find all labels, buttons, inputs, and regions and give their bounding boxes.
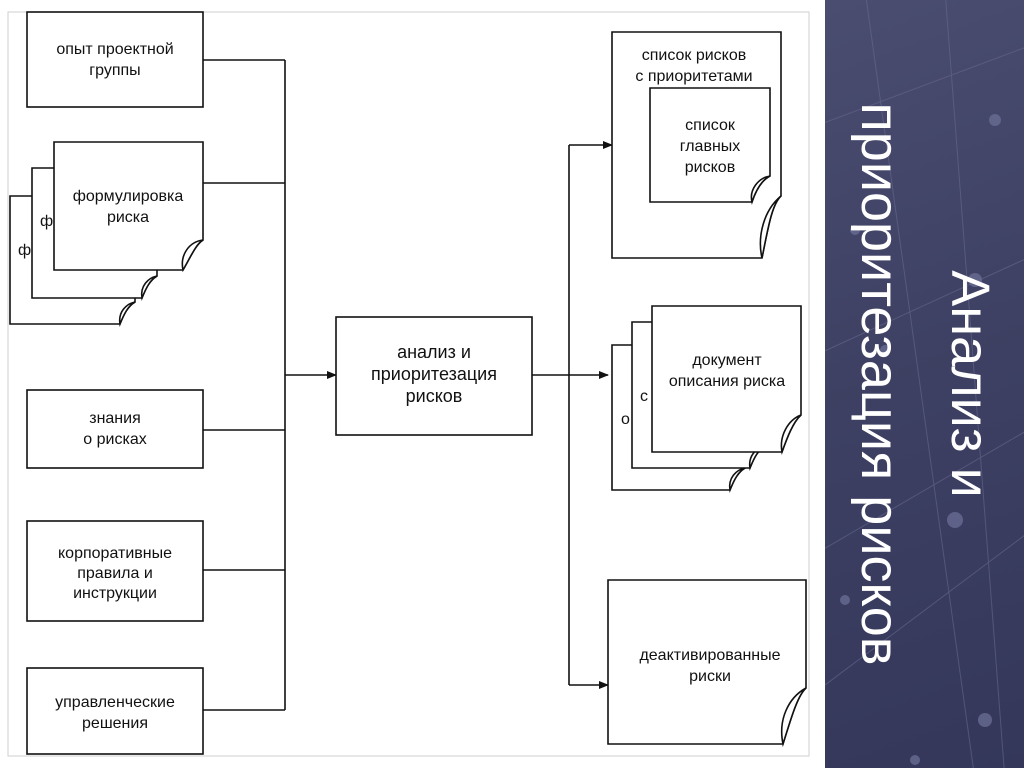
slide-title: Анализ и приоритезация рисков <box>835 103 1015 666</box>
svg-text:корпоративные: корпоративные <box>58 545 172 562</box>
process-box: анализ и приоритезация рисков <box>335 316 533 436</box>
svg-text:о: о <box>621 411 630 428</box>
svg-text:деактивированные: деактивированные <box>639 647 780 664</box>
top-risks-line-2: главных <box>680 138 741 155</box>
top-risks-doc: список главных рисков <box>649 87 771 205</box>
risk-doc-stack: о с документ описания риска <box>611 305 802 493</box>
svg-text:список рисков: список рисков <box>642 47 747 64</box>
risk-knowledge-box: знания о рисках <box>26 389 204 469</box>
svg-text:анализ и: анализ и <box>397 342 471 362</box>
team-experience-box: опыт проектной группы <box>26 11 204 108</box>
svg-text:управленческие: управленческие <box>55 694 175 711</box>
risk-list-line-2: с приоритетами <box>635 68 752 85</box>
svg-text:главных: главных <box>680 138 741 155</box>
svg-text:документ: документ <box>692 352 762 369</box>
management-decisions-line-2: решения <box>82 715 148 732</box>
risk-list-line-1: список рисков <box>642 47 747 64</box>
svg-text:инструкции: инструкции <box>73 585 157 602</box>
flow-diagram: опыт проектной группы ф ф формулировка р… <box>7 11 810 757</box>
svg-text:с: с <box>640 388 648 405</box>
svg-text:знания: знания <box>89 410 141 427</box>
svg-text:формулировка: формулировка <box>73 188 184 205</box>
svg-text:ф: ф <box>40 213 53 230</box>
svg-text:приоритезация: приоритезация <box>371 364 497 384</box>
risk-doc-back-fragment-2: с <box>640 388 648 405</box>
risk-statement-line-2: риска <box>107 209 149 226</box>
risk-doc-line-1: документ <box>692 352 762 369</box>
process-line-3: рисков <box>406 386 463 406</box>
management-decisions-line-1: управленческие <box>55 694 175 711</box>
risk-statement-back-glyph-1: ф <box>18 242 31 259</box>
title-panel: Анализ и приоритезация рисков <box>825 0 1024 768</box>
svg-text:риска: риска <box>107 209 149 226</box>
svg-text:группы: группы <box>89 62 140 79</box>
risk-knowledge-line-1: знания <box>89 410 141 427</box>
svg-text:правила и: правила и <box>77 565 153 582</box>
svg-text:рисков: рисков <box>685 159 735 176</box>
corporate-rules-line-3: инструкции <box>73 585 157 602</box>
deactivated-line-2: риски <box>689 668 731 685</box>
risk-doc-back-fragment-1: о <box>621 411 630 428</box>
svg-text:решения: решения <box>82 715 148 732</box>
process-line-2: приоритезация <box>371 364 497 384</box>
slide-title-line-1: Анализ и <box>940 270 1000 498</box>
top-risks-line-1: список <box>685 117 736 134</box>
svg-text:с приоритетами: с приоритетами <box>635 68 752 85</box>
risk-knowledge-line-2: о рисках <box>83 431 146 448</box>
team-experience-line-2: группы <box>89 62 140 79</box>
risk-statement-doc-stack: ф ф формулировка риска <box>9 141 204 327</box>
svg-text:ф: ф <box>18 242 31 259</box>
svg-text:о рисках: о рисках <box>83 431 146 448</box>
management-decisions-box: управленческие решения <box>26 667 204 755</box>
corporate-rules-line-1: корпоративные <box>58 545 172 562</box>
svg-text:описания риска: описания риска <box>669 373 785 390</box>
deactivated-line-1: деактивированные <box>639 647 780 664</box>
slide-title-line-2: приоритезация рисков <box>850 102 910 666</box>
risk-statement-back-glyph-2: ф <box>40 213 53 230</box>
risk-statement-line-1: формулировка <box>73 188 184 205</box>
svg-text:рисков: рисков <box>406 386 463 406</box>
panel-decoration <box>825 0 1024 768</box>
svg-text:риски: риски <box>689 668 731 685</box>
deactivated-risks-doc: деактивированные риски <box>607 579 807 748</box>
corporate-rules-line-2: правила и <box>77 565 153 582</box>
team-experience-line-1: опыт проектной <box>56 41 173 58</box>
top-risks-line-3: рисков <box>685 159 735 176</box>
slide-frame <box>7 11 810 757</box>
corporate-rules-box: корпоративные правила и инструкции <box>26 520 204 622</box>
risk-doc-line-2: описания риска <box>669 373 785 390</box>
process-line-1: анализ и <box>397 342 471 362</box>
connector-lines <box>203 59 613 711</box>
svg-text:список: список <box>685 117 736 134</box>
svg-text:опыт проектной: опыт проектной <box>56 41 173 58</box>
